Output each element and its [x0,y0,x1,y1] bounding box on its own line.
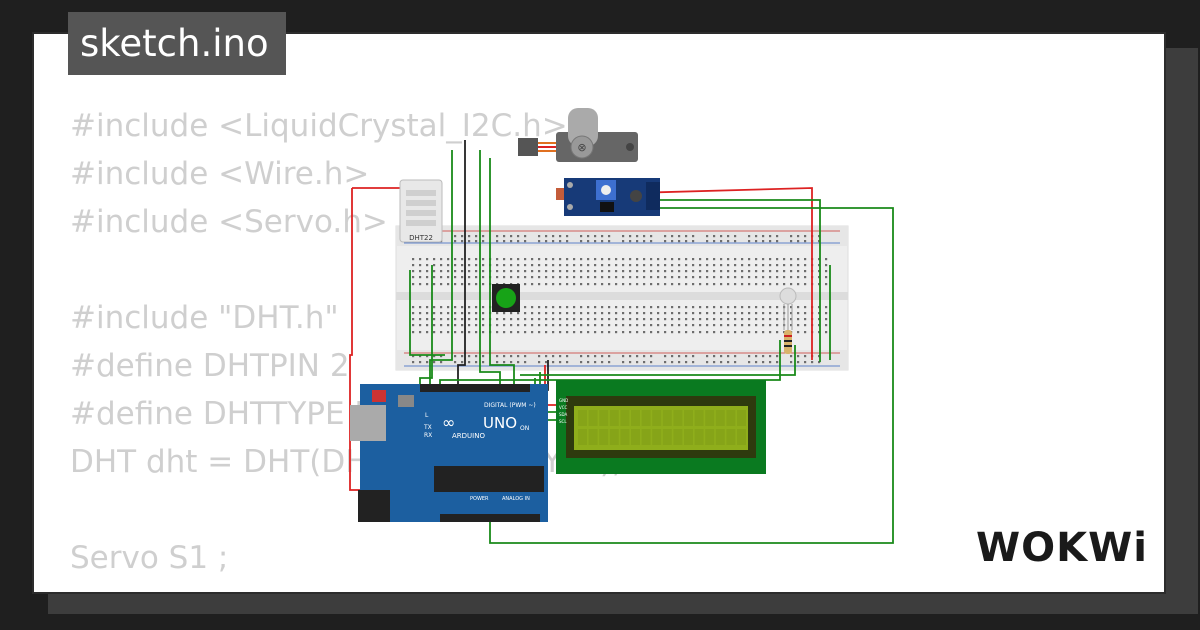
led [779,287,797,332]
resistor [784,330,792,354]
servo-motor: ⊗ [518,108,638,162]
lcd-pin-scl: SCL [559,419,567,424]
arduino-rx-label: RX [424,432,432,439]
lcd-pin-sda: SDA [559,412,568,417]
sensor-module [556,178,660,216]
code-line: #include <Wire.h> [70,156,370,192]
arduino-analog-label: ANALOG IN [502,496,530,502]
code-line: #include <LiquidCrystal_I2C.h> [70,108,568,144]
lcd-pin-gnd: GND [559,398,568,403]
servo-screw-icon: ⊗ [577,141,586,154]
code-line: #include "DHT.h" [70,300,339,336]
lcd-pin-vcc: VCC [559,405,568,410]
code-line: #define DHTPIN 2 [70,348,350,384]
file-name-tag: sketch.ino [68,12,286,75]
arduino-model: UNO [483,414,517,432]
arduino-power-label: POWER [470,496,489,502]
arduino-digital-label: DIGITAL (PWM ~) [484,402,536,409]
arduino-l-label: L [425,412,429,419]
arduino-on-label: ON [520,425,529,432]
breadboard [395,225,849,371]
arduino-uno: DIGITAL (PWM ~) ∞ UNO ARDUINO ON TX RX L… [350,384,548,522]
wokwi-logo: WOKWi [976,525,1148,571]
arduino-tx-label: TX [423,424,432,431]
arduino-infinity-icon: ∞ [442,413,455,432]
arduino-brand: ARDUINO [452,432,485,440]
code-line: Servo S1 ; [70,540,229,576]
pushbutton [492,284,520,312]
dht22-label: DHT22 [409,234,433,242]
lcd-display: GND VCC SDA SCL [556,380,766,474]
dht22-sensor: DHT22 [399,179,443,243]
code-line: #include <Servo.h> [70,204,388,240]
